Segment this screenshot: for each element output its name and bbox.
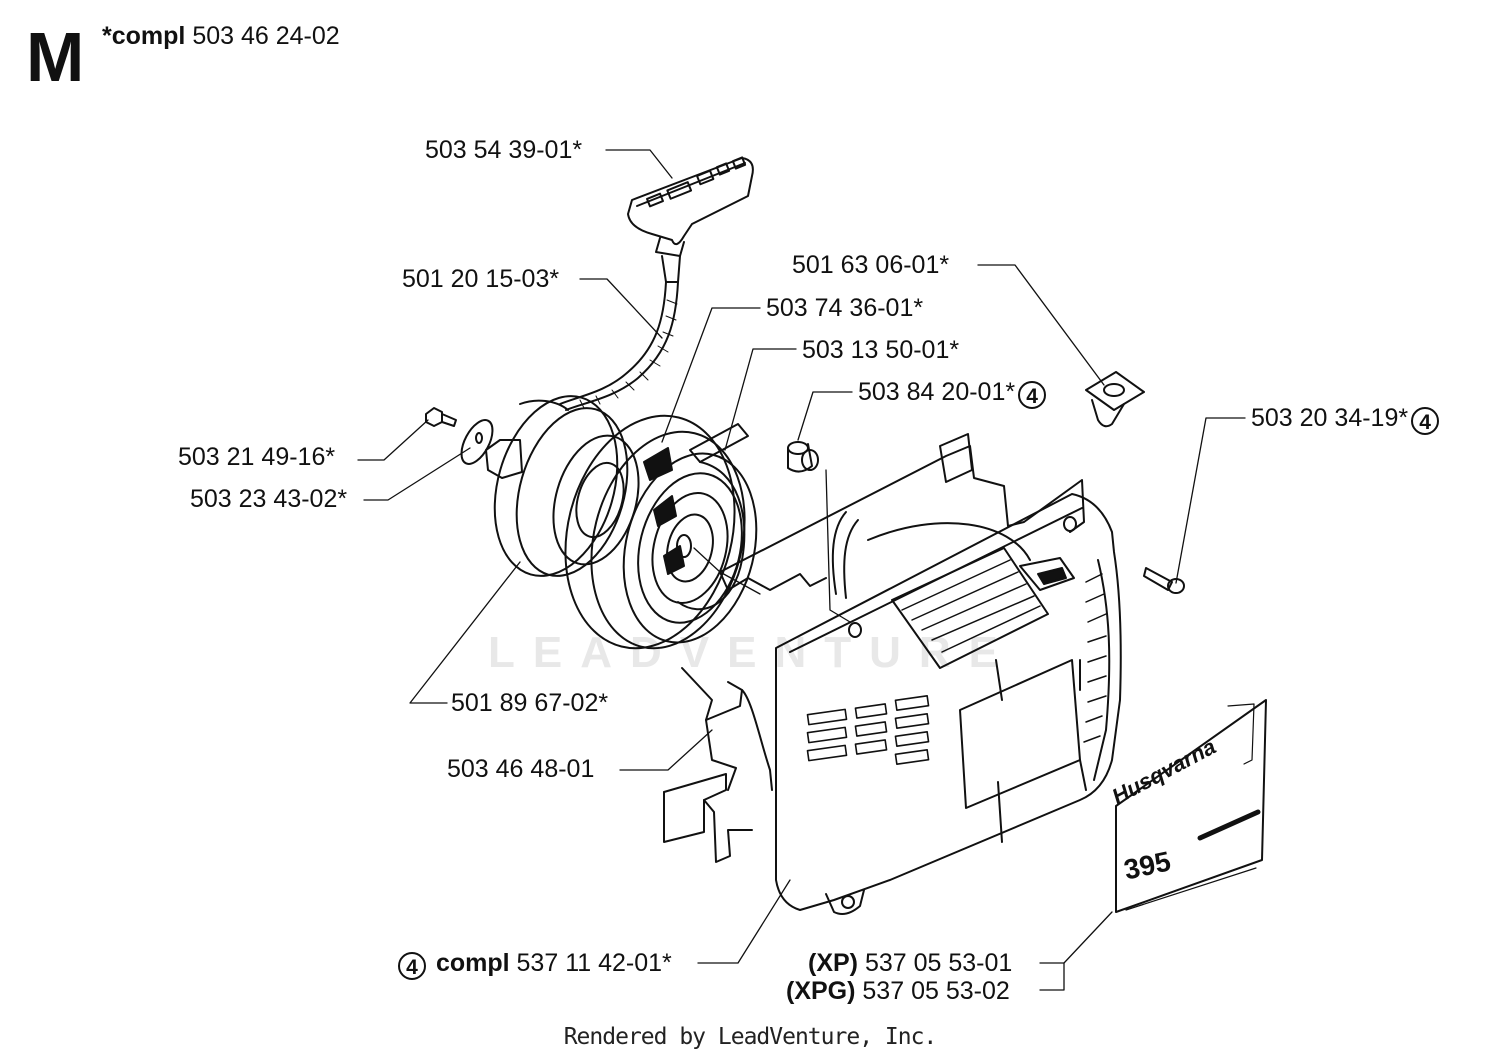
decal-xpg-label: (XPG) <box>786 977 856 1005</box>
callout-bushing[interactable]: 503 84 20-01*4 <box>858 378 1049 409</box>
leader-lines <box>357 149 1246 991</box>
callout-spring[interactable]: 503 13 50-01* <box>802 336 960 364</box>
callout-decal-xpg[interactable]: (XPG) 537 05 53-02 <box>786 977 1010 1005</box>
callout-pulley[interactable]: 501 89 67-02* <box>451 689 609 717</box>
spring-cassette <box>564 414 761 650</box>
decal-xpg-number: 537 05 53-02 <box>862 977 1010 1005</box>
right-screw <box>1143 567 1185 594</box>
callout-grommet[interactable]: 501 63 06-01* <box>792 251 950 279</box>
bushing <box>787 441 819 473</box>
callout-bushing-text: 503 84 20-01* <box>858 378 1016 406</box>
decal-plate <box>1115 699 1267 913</box>
assembly-header: *compl 503 46 24-02 <box>102 22 340 50</box>
assembly-number: 503 46 24-02 <box>192 22 340 50</box>
callout-screw-left[interactable]: 503 21 49-16* <box>178 443 336 471</box>
starter-housing <box>663 433 1085 863</box>
callout-housing[interactable]: 503 46 48-01 <box>447 755 595 783</box>
grommet <box>1085 371 1145 428</box>
assembly-prefix: *compl <box>102 22 186 50</box>
rope-pulley <box>485 395 640 577</box>
starter-cover <box>775 493 1122 915</box>
decal-xp-label: (XP) <box>808 949 858 977</box>
decal-xp-number: 537 05 53-01 <box>864 949 1013 977</box>
watermark: LEADVENTURE <box>488 628 1017 677</box>
callout-washer[interactable]: 503 23 43-02* <box>190 485 348 513</box>
callout-handle[interactable]: 503 54 39-01* <box>425 136 583 164</box>
callout-cover[interactable]: 4 compl 537 11 42-01* <box>398 949 672 980</box>
kit-marker-icon: 4 <box>1411 407 1440 435</box>
callout-decal-xp[interactable]: (XP) 537 05 53-01 <box>808 949 1012 977</box>
section-letter: M <box>26 18 85 96</box>
starter-cord <box>559 281 679 411</box>
starter-handle <box>627 156 754 283</box>
callout-screw-right-text: 503 20 34-19* <box>1251 404 1409 432</box>
footer-credit: Rendered by LeadVenture, Inc. <box>563 1024 938 1050</box>
left-screw <box>425 407 457 427</box>
cover-number: 537 11 42-01* <box>516 949 672 977</box>
callout-spring-cassette[interactable]: 503 74 36-01* <box>766 294 924 322</box>
washer <box>460 419 494 465</box>
kit-marker-icon: 4 <box>1018 381 1047 409</box>
cover-prefix: compl <box>435 949 510 977</box>
callout-screw-right[interactable]: 503 20 34-19*4 <box>1251 404 1442 435</box>
kit-marker-icon: 4 <box>398 952 426 980</box>
callout-cord[interactable]: 501 20 15-03* <box>402 265 560 293</box>
